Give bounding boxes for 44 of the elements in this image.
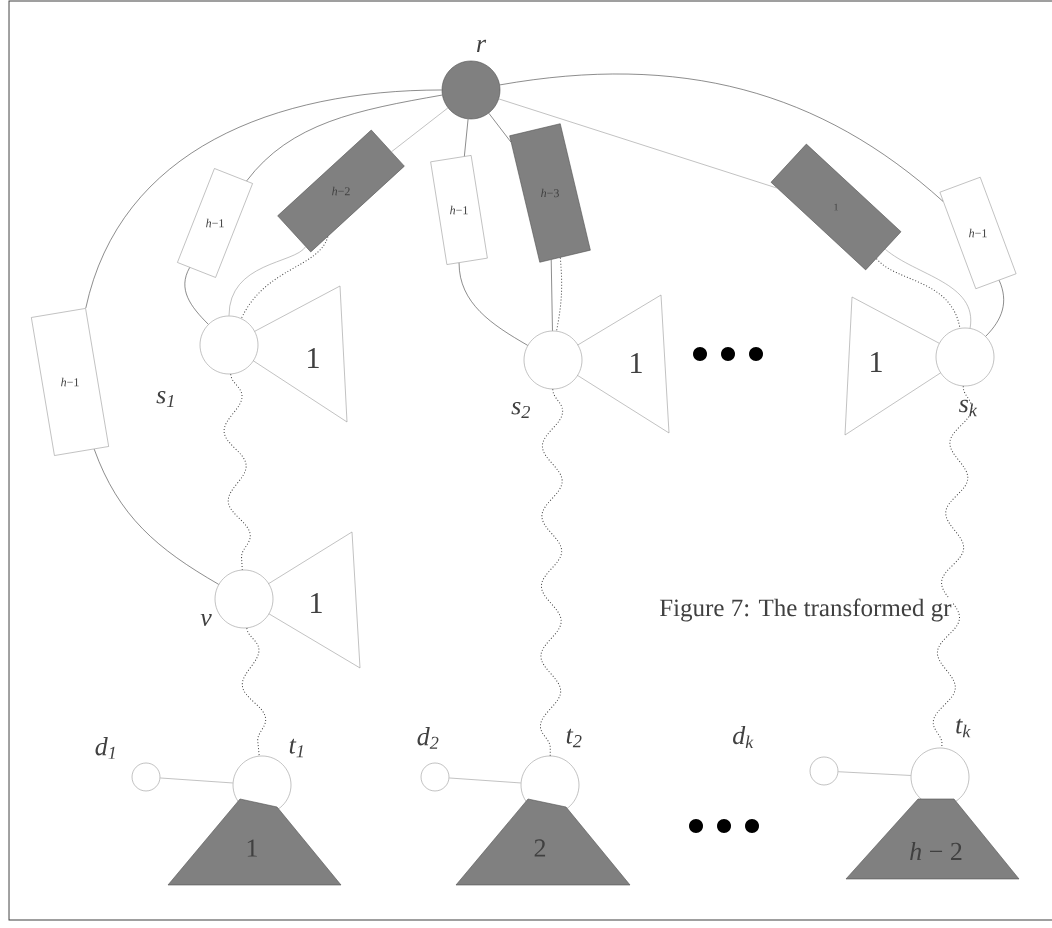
wavy-path [932,385,973,749]
subtree-box: h−1 [430,155,488,265]
edge [391,107,449,152]
edge [550,259,553,331]
edge [228,246,306,316]
edge [884,248,971,329]
subtree-box: h−1 [939,176,1017,290]
vertex-label: s$_{1}$ [156,391,174,407]
edge [838,771,912,776]
vertex-label: d$_{1}$ [95,737,115,759]
edge [488,112,512,143]
caption: Figure 7: The transformed gr [658,597,953,623]
dotted-path [876,258,961,329]
vertex-label: d$_{k}$ [733,725,754,749]
edge [985,280,1004,337]
edge [184,267,209,325]
vertex-label: r [477,39,487,53]
vertex-label: t$_{k}$ [956,718,971,738]
subtree-trapezoid: 1 [167,798,342,886]
subtree-trapezoid: h − 2 [845,798,1020,880]
edge [464,118,469,157]
edge [448,777,522,784]
vertex-label: t$_{1}$ [289,738,303,758]
edge [93,448,219,585]
subtree-box: h−1 [31,308,109,456]
edge [85,89,442,309]
wavy-path [223,373,251,571]
edge [159,777,234,784]
vertex-label: s$_{k}$ [958,399,978,417]
subtree-box: h−2 [277,129,405,253]
dotted-path [240,236,329,319]
subtree-box: h−1 [177,168,253,278]
subtree-trapezoid: 2 [455,798,631,886]
edge [246,94,443,182]
vertex-label: v [200,613,212,627]
wavy-path [241,627,267,757]
dotted-path [556,257,563,332]
edge [499,73,944,202]
wavy-path [539,388,564,757]
vertex-label: d$_{2}$ [417,727,439,749]
edge [498,98,778,189]
vertex-label: s$_{2}$ [511,402,530,418]
edge [458,262,528,346]
vertex-label: t$_{2}$ [566,728,582,748]
